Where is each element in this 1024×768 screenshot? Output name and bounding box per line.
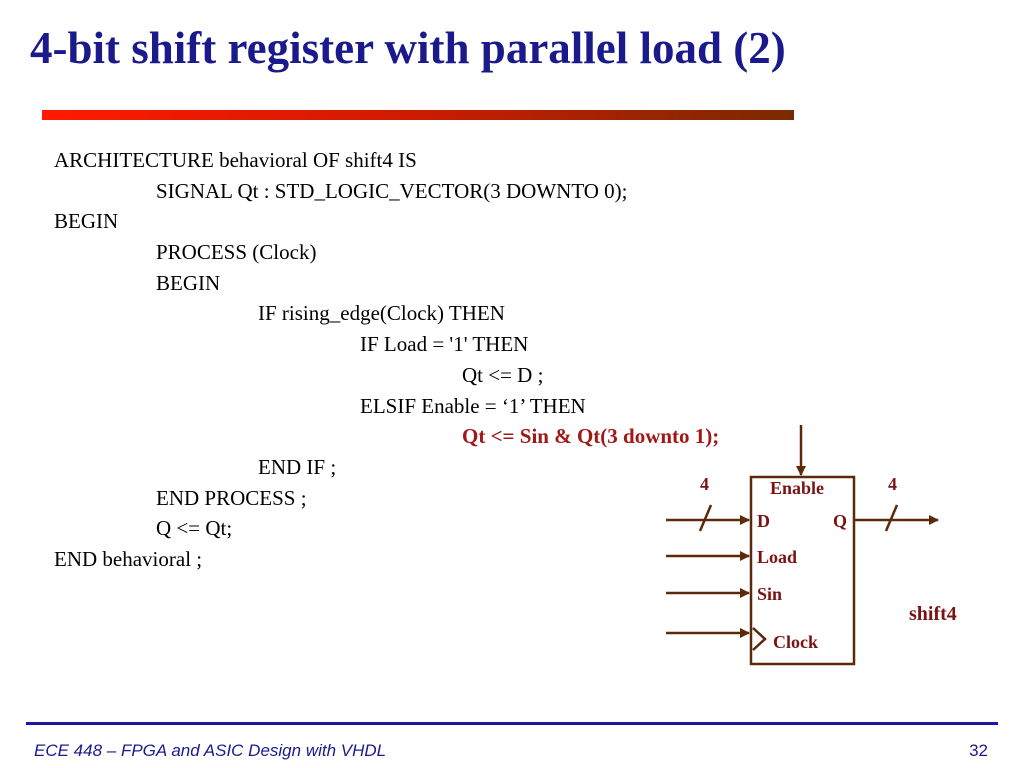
code-line: Qt <= D ; bbox=[462, 362, 544, 387]
q-port-label: Q bbox=[833, 511, 847, 531]
code-line: ELSIF Enable = ‘1’ THEN bbox=[360, 393, 586, 418]
code-line: SIGNAL Qt : STD_LOGIC_VECTOR(3 DOWNTO 0)… bbox=[156, 178, 628, 203]
code-line: BEGIN bbox=[54, 209, 119, 234]
clock-edge-triangle bbox=[752, 627, 767, 651]
code-line: IF rising_edge(Clock) THEN bbox=[258, 301, 505, 326]
slide-title: 4-bit shift register with parallel load … bbox=[30, 23, 786, 73]
footer-divider bbox=[26, 722, 998, 725]
d-bus-slash bbox=[698, 504, 713, 532]
code-line-highlighted: Qt <= Sin & Qt(3 downto 1); bbox=[462, 424, 720, 449]
code-line: Q <= Qt; bbox=[156, 516, 233, 541]
q-bus-slash bbox=[884, 504, 899, 532]
vhdl-code-block: ARCHITECTURE behavioral OF shift4 IS SIG… bbox=[54, 145, 719, 575]
sin-port-label: Sin bbox=[757, 584, 782, 604]
load-port-label: Load bbox=[757, 547, 797, 567]
code-line: ARCHITECTURE behavioral OF shift4 IS bbox=[54, 148, 417, 172]
d-port-label: D bbox=[757, 511, 770, 531]
shift4-block bbox=[749, 475, 856, 666]
clock-port-label: Clock bbox=[773, 632, 818, 652]
code-line: END IF ; bbox=[258, 454, 337, 479]
input-bus-width-label: 4 bbox=[700, 474, 709, 494]
code-line: BEGIN bbox=[156, 270, 221, 295]
block-name-label: shift4 bbox=[909, 603, 957, 625]
enable-port-label: Enable bbox=[770, 478, 824, 498]
output-bus-width-label: 4 bbox=[888, 474, 897, 494]
footer-course-title: ECE 448 – FPGA and ASIC Design with VHDL bbox=[34, 741, 387, 760]
code-line: PROCESS (Clock) bbox=[156, 240, 317, 265]
code-line: END behavioral ; bbox=[54, 546, 203, 571]
code-line: IF Load = '1' THEN bbox=[360, 332, 529, 357]
title-underline-bar bbox=[42, 110, 794, 120]
slide-page-number: 32 bbox=[969, 741, 988, 760]
code-line: END PROCESS ; bbox=[156, 485, 307, 510]
